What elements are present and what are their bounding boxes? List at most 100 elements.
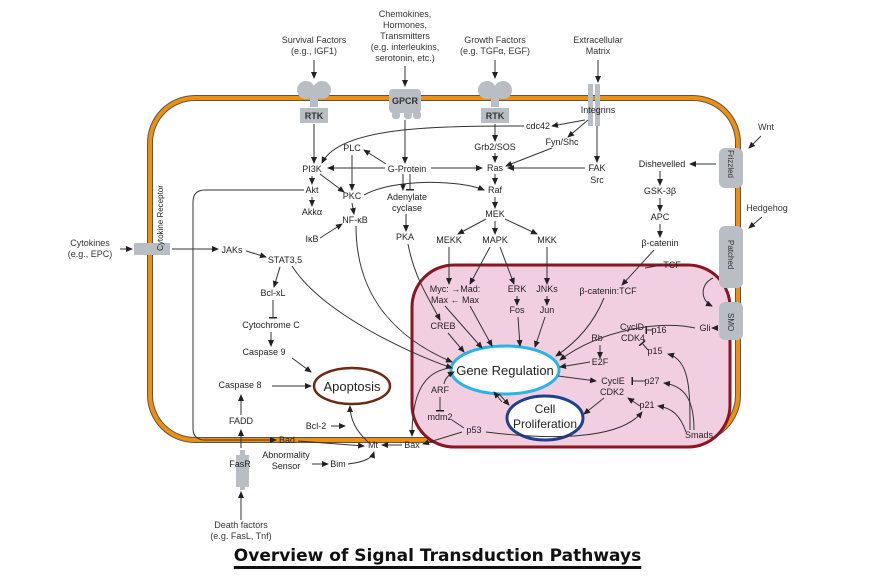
svg-text:(e.g. TGFα, EGF): (e.g. TGFα, EGF) xyxy=(460,46,530,56)
svg-text:Cell: Cell xyxy=(535,402,556,416)
node-erk: ERK xyxy=(508,284,527,294)
node-cycline: CyclE xyxy=(601,376,625,386)
node-raf: Raf xyxy=(488,185,503,195)
rtk-receptor-left: RTK xyxy=(297,81,331,123)
svg-text:Chemokines,: Chemokines, xyxy=(379,9,432,19)
fasr-receptor: FasR xyxy=(229,450,251,490)
node-myc-max-mad: Myc: →Mad: Max ← Max xyxy=(430,284,481,305)
node-caspase8: Caspase 8 xyxy=(218,380,261,390)
node-mt: Mt xyxy=(368,440,378,450)
death-factors-label: Death factors (e.g. FasL, Tnf) xyxy=(210,520,271,541)
svg-text:Cytokines: Cytokines xyxy=(70,238,110,248)
gpcr-receptor: GPCR xyxy=(389,89,421,119)
svg-text:serotonin, etc.): serotonin, etc.) xyxy=(375,53,435,63)
node-bim: Bim xyxy=(330,459,346,469)
node-jnks: JNKs xyxy=(536,284,558,294)
svg-text:Transmitters: Transmitters xyxy=(380,31,430,41)
fasr-label: FasR xyxy=(229,459,251,469)
node-pkc: PKC xyxy=(343,191,362,201)
node-apc: APC xyxy=(651,212,670,222)
node-cdk4: CDK4 xyxy=(621,333,645,343)
node-jun: Jun xyxy=(540,305,555,315)
svg-text:Survival Factors: Survival Factors xyxy=(282,35,347,45)
growth-factors-label: Growth Factors (e.g. TGFα, EGF) xyxy=(460,35,530,56)
svg-text:Proliferation: Proliferation xyxy=(513,417,577,431)
node-tcf: TCF xyxy=(663,260,681,270)
node-mekk: MEKK xyxy=(436,235,462,245)
node-jaks: JAKs xyxy=(221,245,243,255)
node-bclxl: Bcl-xL xyxy=(260,288,285,298)
node-caspase9: Caspase 9 xyxy=(242,347,285,357)
page-title-text: Overview of Signal Transduction Pathways xyxy=(233,546,642,566)
node-rb: Rb xyxy=(591,333,603,343)
integrins-receptor: Integrins xyxy=(581,84,616,126)
svg-text:(e.g. interleukins,: (e.g. interleukins, xyxy=(371,42,440,52)
svg-text:Apoptosis: Apoptosis xyxy=(323,379,381,394)
cytokines-label: Cytokines (e.g., EPC) xyxy=(68,238,113,259)
cytokine-receptor: Cytokine Receptor xyxy=(134,185,170,255)
node-akka: Akkα xyxy=(302,207,322,217)
node-stat35: STAT3,5 xyxy=(268,255,302,265)
node-gprotein: G-Protein xyxy=(388,164,427,174)
node-p21: p21 xyxy=(639,400,654,410)
node-smads: Smads xyxy=(685,430,714,440)
svg-text:(e.g. FasL, Tnf): (e.g. FasL, Tnf) xyxy=(210,531,271,541)
node-bcatenin-tcf: β-catenin:TCF xyxy=(579,286,637,296)
node-e2f: E2F xyxy=(592,357,609,367)
frizzled-label: Frizzled xyxy=(726,150,735,178)
svg-text:Hormones,: Hormones, xyxy=(383,20,427,30)
survival-factors-label: Survival Factors (e.g., IGF1) xyxy=(282,35,347,56)
svg-text:Death factors: Death factors xyxy=(214,520,268,530)
node-adenylate-cyclase: Adenylate cyclase xyxy=(387,192,427,213)
node-plc: PLC xyxy=(343,143,361,153)
node-bad: Bad xyxy=(279,435,295,445)
gene-regulation-node: Gene Regulation xyxy=(449,344,561,396)
integrins-label: Integrins xyxy=(581,105,616,115)
node-cdc42: cdc42 xyxy=(526,121,550,131)
node-gsk3b: GSK-3β xyxy=(644,186,676,196)
rtk-label-right: RTK xyxy=(486,111,505,121)
page-title: Overview of Signal Transduction Pathways xyxy=(0,546,875,566)
patched-receptor: Patched xyxy=(719,226,743,288)
node-fak: FAK xyxy=(588,163,605,173)
node-mapk: MAPK xyxy=(482,235,508,245)
node-mdm2: mdm2 xyxy=(427,412,452,422)
apoptosis-node: Apoptosis xyxy=(312,366,392,406)
patched-label: Patched xyxy=(726,240,735,269)
pathway-edges xyxy=(120,60,763,520)
svg-text:Sensor: Sensor xyxy=(272,461,301,471)
svg-text:Adenylate: Adenylate xyxy=(387,192,427,202)
cytokine-receptor-label: Cytokine Receptor xyxy=(156,185,165,251)
svg-text:cyclase: cyclase xyxy=(392,203,422,213)
node-akt: Akt xyxy=(305,185,319,195)
node-src: Src xyxy=(590,175,604,185)
node-bcl2: Bcl-2 xyxy=(306,421,327,431)
svg-text:(e.g., IGF1): (e.g., IGF1) xyxy=(291,46,337,56)
node-gli: Gli xyxy=(700,323,711,333)
rtk-receptor-right: RTK xyxy=(478,81,512,123)
svg-text:Matrix: Matrix xyxy=(586,46,611,56)
node-ras: Ras xyxy=(487,163,504,173)
rtk-label-left: RTK xyxy=(305,111,324,121)
node-cdk2: CDK2 xyxy=(600,387,624,397)
node-nfkb: NF-κB xyxy=(342,215,368,225)
node-fos: Fos xyxy=(509,305,525,315)
node-bcatenin: β-catenin xyxy=(641,238,678,248)
node-cyclind: CyclD xyxy=(620,322,644,332)
gpcr-label: GPCR xyxy=(392,96,419,106)
smo-label: SMO xyxy=(726,313,735,331)
node-p15: p15 xyxy=(647,346,662,356)
node-abnormality-sensor: Abnormality Sensor xyxy=(262,450,310,471)
node-mkk: MKK xyxy=(537,235,557,245)
node-cytochrome-c: Cytochrome C xyxy=(242,320,300,330)
nucleus xyxy=(410,263,732,449)
node-fadd: FADD xyxy=(229,416,254,426)
svg-text:(e.g., EPC): (e.g., EPC) xyxy=(68,249,113,259)
node-ikb: IκB xyxy=(305,234,318,244)
cell-proliferation-node: Cell Proliferation xyxy=(505,394,585,442)
svg-text:Growth Factors: Growth Factors xyxy=(464,35,526,45)
node-grb2sos: Grb2/SOS xyxy=(474,142,516,152)
smo-receptor: SMO xyxy=(719,302,743,340)
node-p27: p27 xyxy=(644,376,659,386)
svg-text:Myc: →Mad:: Myc: →Mad: xyxy=(430,284,481,294)
